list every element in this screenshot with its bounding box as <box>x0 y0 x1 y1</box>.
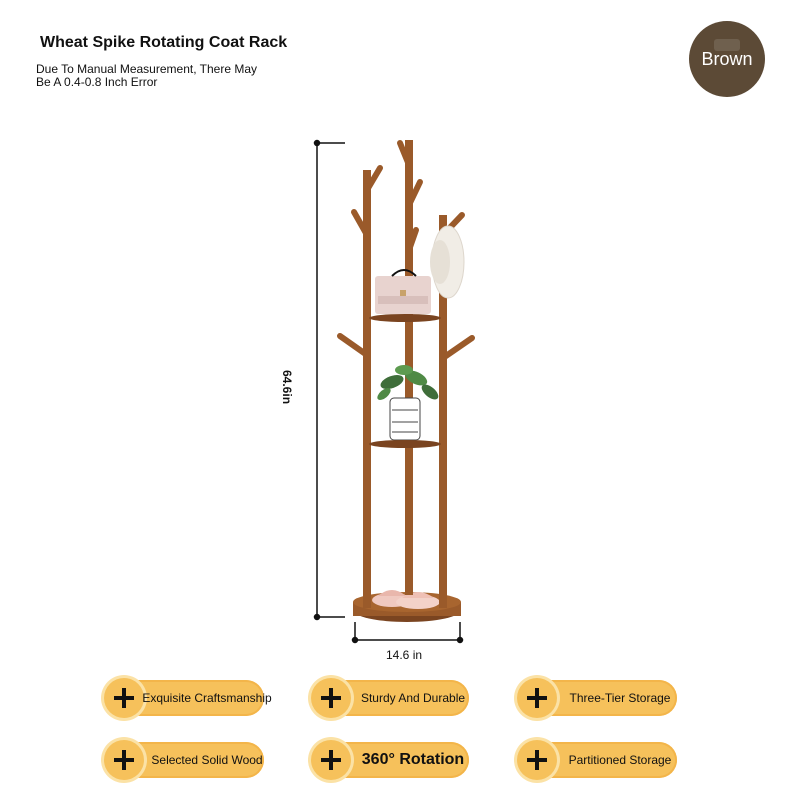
plus-icon <box>517 678 557 718</box>
feature-badge-solid-wood: Selected Solid Wood <box>104 740 264 780</box>
feature-label: Three-Tier Storage <box>569 691 671 705</box>
color-option-label: Brown <box>701 49 753 69</box>
middle-shelf <box>369 440 441 448</box>
feature-badge-rotation: 360° Rotation <box>311 740 469 780</box>
rack-hooks <box>337 140 475 361</box>
feature-badge-three-tier: Three-Tier Storage <box>517 678 677 718</box>
plus-icon <box>311 740 351 780</box>
feature-badge-partitioned: Partitioned Storage <box>517 740 677 780</box>
potted-plant <box>377 365 439 441</box>
height-dimension-line <box>313 139 345 621</box>
width-dimension-line <box>351 622 464 644</box>
feature-label: Exquisite Craftsmanship <box>142 691 272 705</box>
plus-icon <box>104 678 144 718</box>
feature-badge-craftsmanship: Exquisite Craftsmanship <box>104 678 272 718</box>
product-title: Wheat Spike Rotating Coat Rack <box>40 34 288 51</box>
height-dimension-label: 64.6in <box>280 370 294 405</box>
plus-icon <box>311 678 351 718</box>
plus-icon <box>104 740 144 780</box>
top-shelf <box>369 314 441 322</box>
measurement-note: Due To Manual Measurement, There May Be … <box>36 62 257 89</box>
feature-label: Partitioned Storage <box>568 753 672 767</box>
badge-watermark-mark <box>714 39 740 51</box>
feature-badge-sturdy: Sturdy And Durable <box>311 678 469 718</box>
plus-icon <box>517 740 557 780</box>
handbag <box>375 269 431 314</box>
width-dimension-label: 14.6 in <box>386 648 423 662</box>
coat-rack-illustration <box>313 139 475 644</box>
feature-label: Selected Solid Wood <box>151 753 263 767</box>
feature-label: 360° Rotation <box>361 751 465 768</box>
color-option-badge[interactable]: Brown <box>689 21 765 97</box>
straw-hat <box>430 225 465 299</box>
feature-label: Sturdy And Durable <box>360 691 466 705</box>
